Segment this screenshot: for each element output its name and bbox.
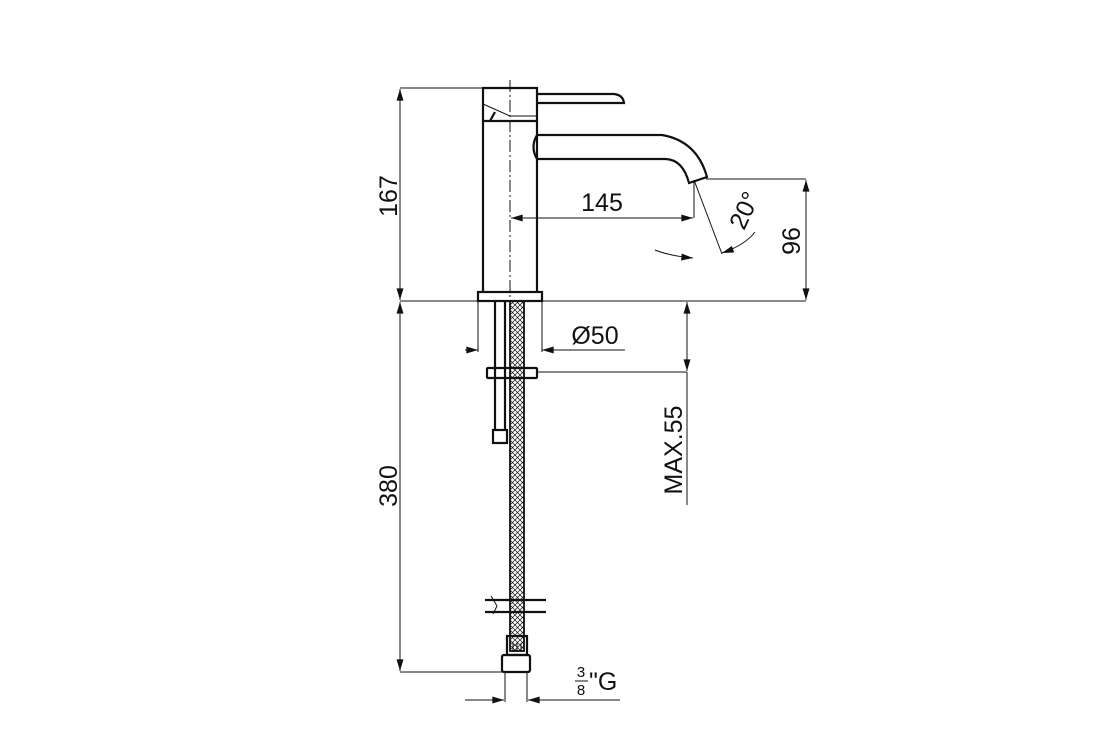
threaded-rod-end [491, 428, 509, 445]
dimension-lines [396, 87, 810, 704]
dim-max-deck-thickness: MAX.55 [660, 406, 688, 495]
break-lines [485, 598, 546, 614]
hose-nut [500, 653, 532, 674]
dim-spout-angle: 20° [724, 188, 765, 234]
dim-spout-height: 96 [778, 227, 806, 255]
dim-hose-length: 380 [375, 465, 403, 507]
connection-size-label: 3 8 "G [575, 664, 617, 699]
dim-base-diameter: Ø50 [571, 322, 618, 350]
lever-handle [537, 92, 626, 105]
dim-spout-reach: 145 [581, 189, 623, 217]
connection-numerator: 3 [577, 664, 585, 681]
spout [532, 133, 709, 185]
mixer-body [476, 80, 709, 305]
braided-hose [509, 300, 525, 652]
connection-suffix: "G [589, 668, 617, 696]
installation-parts [485, 300, 546, 674]
connection-denominator: 8 [577, 682, 585, 699]
fixing-washer [485, 366, 539, 380]
dim-total-height: 167 [375, 175, 403, 217]
